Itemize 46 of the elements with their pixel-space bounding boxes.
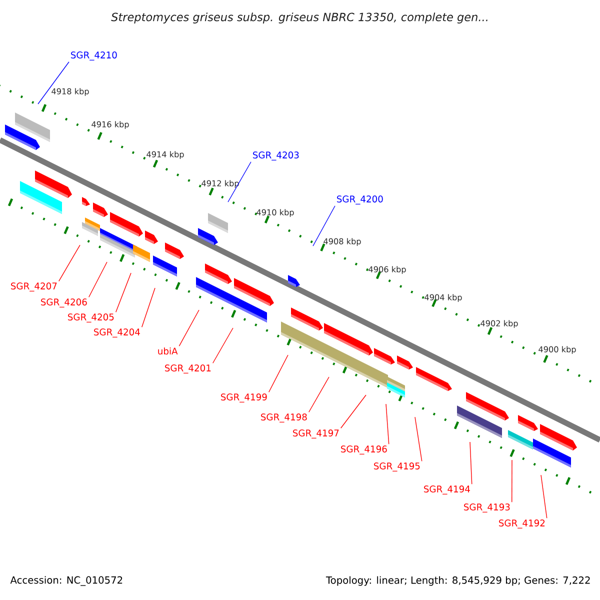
- leader-line: [312, 206, 336, 246]
- leader-line: [340, 394, 366, 428]
- gene-label: SGR_4193: [464, 504, 510, 512]
- scale-label: 4912 kbp: [202, 180, 239, 188]
- gene-label: SGR_4206: [41, 298, 87, 308]
- gene-label: SGR_4199: [221, 394, 267, 402]
- leader-line: [308, 376, 330, 412]
- leader-line: [268, 354, 288, 392]
- scale-label: 4904 kbp: [424, 294, 462, 302]
- leader-line: [470, 442, 472, 484]
- gene-label: ubiA: [158, 347, 178, 355]
- leader-line: [116, 272, 132, 312]
- gene-label: SGR_4203: [253, 152, 299, 160]
- scale-label: 4900 kbp: [538, 346, 576, 354]
- scale-label: 4906 kbp: [368, 266, 406, 274]
- gene-label: SGR_4197: [293, 430, 339, 438]
- leader-line: [228, 162, 252, 202]
- gene-label: SGR_4196: [341, 446, 387, 454]
- leader-line: [58, 244, 80, 282]
- leader-line: [386, 404, 390, 444]
- leader-line: [142, 288, 156, 328]
- gene-label: SGR_4200: [337, 196, 383, 204]
- leader-line: [540, 474, 548, 518]
- scale-label: 4916 kbp: [92, 121, 129, 129]
- footer-text: Topology: linear; Length: 8,545,929 bp; Genes: 7,222: [326, 576, 590, 586]
- scale-label: 4910 kbp: [256, 209, 294, 217]
- gene-label: SGR_4198: [261, 414, 307, 422]
- scale-label: 4918 kbp: [52, 88, 89, 96]
- gene-label: SGR_4201: [165, 364, 211, 374]
- leader-line: [38, 62, 70, 104]
- leader-line: [178, 310, 200, 346]
- gene-label: SGR_4192: [499, 520, 545, 528]
- title: Streptomyces griseus subsp. griseus NBRC 13350, complete gen...: [111, 12, 488, 24]
- leader-line: [212, 328, 234, 364]
- gene-label: SGR_4210: [71, 52, 117, 60]
- leader-line: [414, 416, 422, 462]
- gene-label: SGR_4195: [374, 462, 420, 472]
- scale-label: 4902 kbp: [480, 320, 518, 328]
- gene-label: SGR_4194: [424, 486, 470, 494]
- scale-label: 4914 kbp: [146, 151, 184, 159]
- scale-label: 4908 kbp: [324, 238, 361, 246]
- leader-line: [88, 262, 108, 298]
- gene-label: SGR_4205: [68, 314, 114, 322]
- footer-text: Accession: NC_010572: [10, 576, 122, 586]
- gene-label: SGR_4204: [94, 328, 140, 338]
- gene-label: SGR_4207: [11, 282, 57, 292]
